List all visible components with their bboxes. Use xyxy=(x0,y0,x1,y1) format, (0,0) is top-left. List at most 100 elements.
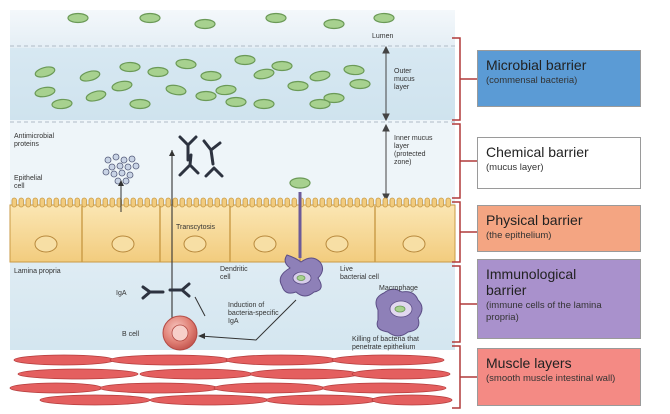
microvillus xyxy=(228,197,234,208)
antimicrobial-protein xyxy=(102,168,110,176)
microvillus xyxy=(312,197,318,208)
microvilli xyxy=(11,197,451,208)
bacterium xyxy=(51,98,73,110)
bacterium xyxy=(309,98,331,110)
microvillus xyxy=(172,197,178,208)
microvillus xyxy=(102,197,108,208)
microvillus xyxy=(158,197,164,208)
muscle-fiber xyxy=(225,354,337,366)
bacterium xyxy=(34,66,56,78)
immunological-barrier-box: Immunological barrier (immune cells of t… xyxy=(477,259,641,339)
dendritic-cell xyxy=(279,254,324,297)
antimicrobial-protein xyxy=(120,156,128,164)
muscle-fiber xyxy=(249,368,359,380)
nucleus xyxy=(325,235,349,253)
microvillus xyxy=(389,197,395,208)
microvillus xyxy=(424,197,430,208)
microvillus xyxy=(130,197,136,208)
nucleus xyxy=(183,235,207,253)
bacterium xyxy=(349,78,371,90)
muscle-fiber xyxy=(351,368,451,380)
microvillus xyxy=(123,197,129,208)
bacterium xyxy=(111,80,133,92)
chemical-barrier-subtitle: (mucus layer) xyxy=(486,162,544,173)
label-b-cell: B cell xyxy=(122,331,140,338)
microvillus xyxy=(207,197,213,208)
muscle-fiber xyxy=(265,394,377,406)
outer-mucus-region xyxy=(10,48,455,120)
microvillus xyxy=(109,197,115,208)
microbial-barrier-subtitle: (commensal bacteria) xyxy=(486,75,578,86)
microvillus xyxy=(368,197,374,208)
label-macrophage: Macrophage xyxy=(379,285,418,292)
microvillus xyxy=(74,197,80,208)
antimicrobial-protein xyxy=(116,162,124,170)
label-lamina-propria: Lamina propria xyxy=(14,268,61,275)
bacterium xyxy=(79,70,101,82)
bacterium xyxy=(323,18,345,30)
antimicrobial-protein xyxy=(128,155,136,163)
label-outer-mucus: Outer mucus layer xyxy=(394,68,415,91)
outer-mucus-bacteria xyxy=(34,54,371,110)
muscle-fiber xyxy=(109,354,231,366)
microvillus xyxy=(410,197,416,208)
microvillus xyxy=(144,197,150,208)
microvillus xyxy=(11,197,17,208)
microvillus xyxy=(305,197,311,208)
microvillus xyxy=(403,197,409,208)
microvillus xyxy=(445,197,451,208)
muscle-fiber xyxy=(371,394,453,406)
microvillus xyxy=(263,197,269,208)
antimicrobial-protein xyxy=(112,153,120,161)
bracket-connectors xyxy=(460,78,477,378)
bacterium xyxy=(200,70,222,82)
label-inner-mucus: Inner mucus layer (protected zone) xyxy=(394,135,433,166)
microvillus xyxy=(88,197,94,208)
microvillus xyxy=(319,197,325,208)
microvillus xyxy=(417,197,423,208)
antimicrobial-protein xyxy=(122,177,130,185)
antimicrobial-protein xyxy=(132,162,140,170)
microvillus xyxy=(214,197,220,208)
nucleus xyxy=(34,235,58,253)
bacterium xyxy=(265,12,287,24)
bacterium xyxy=(287,80,309,92)
nucleus xyxy=(253,235,277,253)
antimicrobial-protein xyxy=(124,163,132,171)
iga-antibodies-lamina xyxy=(141,282,191,300)
nuclei xyxy=(34,235,426,253)
microvillus xyxy=(165,197,171,208)
microvillus xyxy=(81,197,87,208)
microvillus xyxy=(53,197,59,208)
label-induction: Induction of bacteria-specific IgA xyxy=(228,302,279,325)
microbial-barrier-box: Microbial barrier (commensal bacteria) xyxy=(477,50,641,107)
muscle-layers-box: Muscle layers (smooth muscle intestinal … xyxy=(477,348,641,406)
microvillus xyxy=(361,197,367,208)
label-live-bacterial: Live bacterial cell xyxy=(340,266,379,281)
bacterium xyxy=(253,98,275,110)
mucus-thickness-arrows xyxy=(382,45,390,202)
bacterium xyxy=(323,92,345,104)
muscle-fiber xyxy=(139,368,253,380)
microvillus xyxy=(137,197,143,208)
bacterium xyxy=(165,84,187,96)
bacterium xyxy=(175,58,197,70)
microvillus xyxy=(221,197,227,208)
microvillus xyxy=(151,197,157,208)
microvillus xyxy=(396,197,402,208)
muscle-fiber xyxy=(17,368,139,380)
antimicrobial-protein xyxy=(104,156,112,164)
bacterium xyxy=(194,18,216,30)
label-epithelial-cell: Epithelial cell xyxy=(14,175,43,190)
microvillus xyxy=(354,197,360,208)
microvillus xyxy=(375,197,381,208)
bacterium xyxy=(119,61,141,73)
muscle-fiber xyxy=(39,394,151,406)
bacterium xyxy=(129,98,151,110)
bacterium xyxy=(147,66,169,78)
microvillus xyxy=(95,197,101,208)
microvillus xyxy=(179,197,185,208)
bacterium xyxy=(271,60,293,72)
